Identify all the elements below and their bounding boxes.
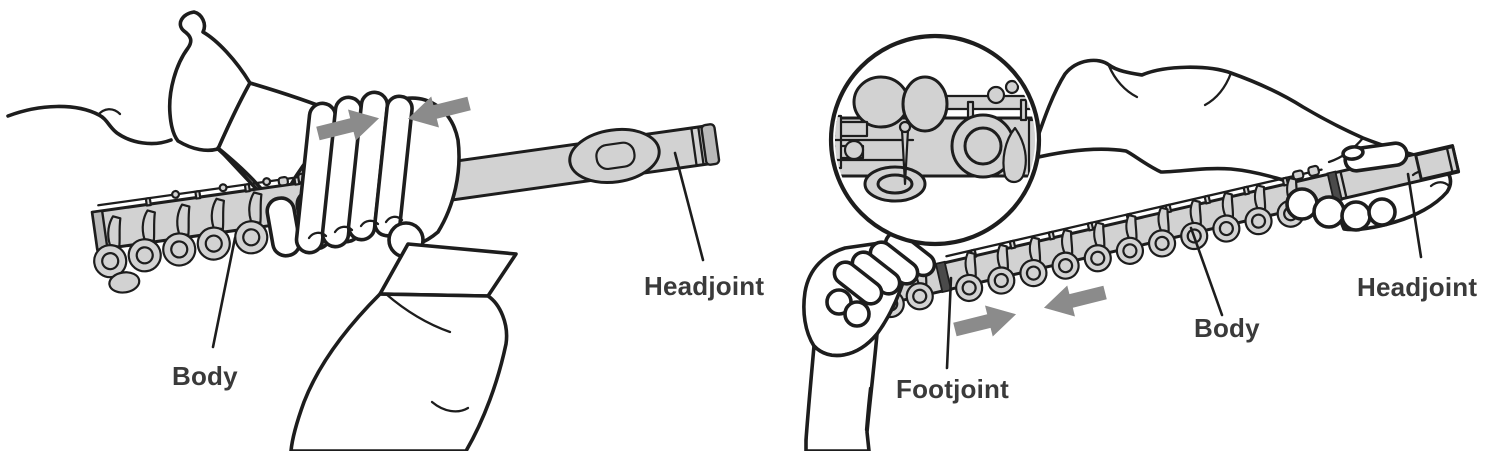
left-forearm-line bbox=[6, 104, 173, 146]
push-right-arrow-icon bbox=[316, 109, 380, 141]
body-label: Body bbox=[172, 361, 238, 391]
push-left-arrow-icon bbox=[407, 96, 471, 128]
headjoint-label-leader-line bbox=[1406, 172, 1423, 259]
body-label: Body bbox=[1194, 313, 1260, 343]
panel-footjoint-assembly: Footjoint Body Headjoint bbox=[753, 0, 1506, 451]
body-label-leader-line bbox=[211, 236, 237, 349]
panel-headjoint-assembly: Body Headjoint bbox=[6, 10, 764, 451]
push-left-arrow-icon bbox=[1043, 285, 1107, 317]
headjoint-crown bbox=[690, 123, 721, 167]
left-hand bbox=[802, 230, 937, 451]
footjoint-assembly-illustration bbox=[802, 33, 1461, 451]
headjoint-assembly-illustration bbox=[6, 10, 721, 451]
right-hand-fingers bbox=[1285, 141, 1451, 232]
footjoint-keys-inset bbox=[828, 33, 1042, 247]
footjoint-label-leader-line bbox=[945, 276, 953, 370]
footjoint-seam bbox=[934, 260, 953, 294]
push-right-arrow-icon bbox=[953, 305, 1017, 337]
headjoint-label: Headjoint bbox=[1357, 272, 1478, 302]
right-wrist-sleeve bbox=[289, 242, 518, 451]
headjoint-label-leader-line bbox=[673, 151, 705, 262]
headjoint-label: Headjoint bbox=[644, 271, 765, 301]
footjoint-label: Footjoint bbox=[896, 374, 1009, 404]
lip-plate bbox=[568, 127, 661, 184]
right-hand-fingers bbox=[294, 90, 425, 259]
body-label-leader-line bbox=[1189, 226, 1224, 317]
